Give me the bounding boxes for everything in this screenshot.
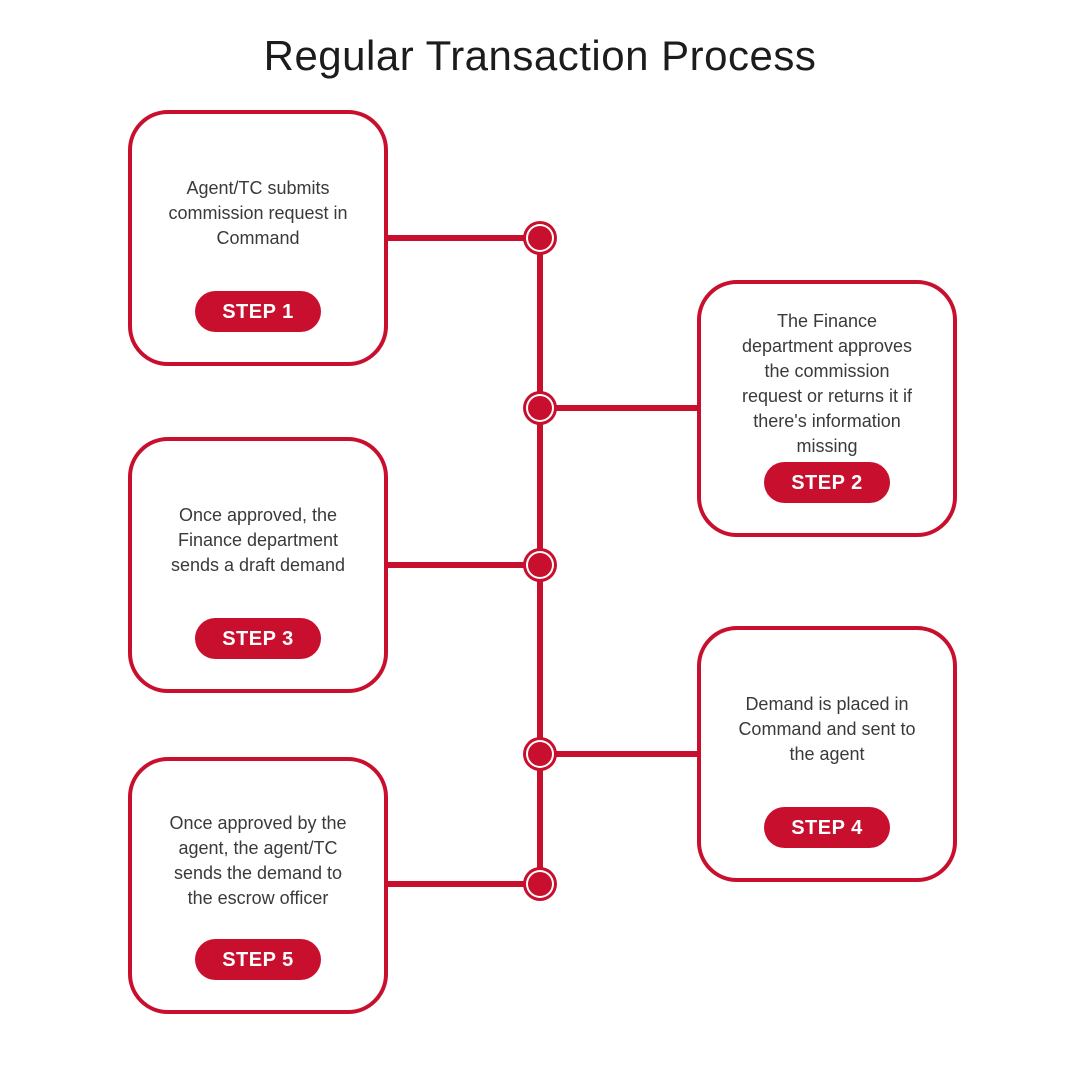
timeline-node-5: [528, 872, 552, 896]
step-5-card: Once approved by the agent, the agent/TC…: [128, 757, 388, 1014]
connector-step-5: [388, 881, 540, 887]
connector-step-1: [388, 235, 540, 241]
step-5-description: Once approved by the agent, the agent/TC…: [169, 813, 347, 908]
step-4-badge: STEP 4: [764, 807, 890, 848]
step-3-description: Once approved, the Finance department se…: [170, 505, 346, 575]
connector-step-4: [540, 751, 697, 757]
step-1-description: Agent/TC submits commission request in C…: [168, 178, 348, 248]
timeline-node-4: [528, 742, 552, 766]
step-4-description: Demand is placed in Command and sent to …: [738, 694, 916, 764]
step-2-card: The Finance department approves the comm…: [697, 280, 957, 537]
step-2-badge: STEP 2: [764, 462, 890, 503]
step-3-badge: STEP 3: [195, 618, 321, 659]
step-1-badge: STEP 1: [195, 291, 321, 332]
step-2-description: The Finance department approves the comm…: [741, 311, 913, 456]
step-1-card: Agent/TC submits commission request in C…: [128, 110, 388, 366]
connector-step-2: [540, 405, 697, 411]
timeline-node-3: [528, 553, 552, 577]
step-3-card: Once approved, the Finance department se…: [128, 437, 388, 693]
step-5-badge: STEP 5: [195, 939, 321, 980]
connector-step-3: [388, 562, 540, 568]
step-4-card: Demand is placed in Command and sent to …: [697, 626, 957, 882]
page-title: Regular Transaction Process: [263, 32, 817, 79]
timeline-node-1: [528, 226, 552, 250]
timeline-node-2: [528, 396, 552, 420]
